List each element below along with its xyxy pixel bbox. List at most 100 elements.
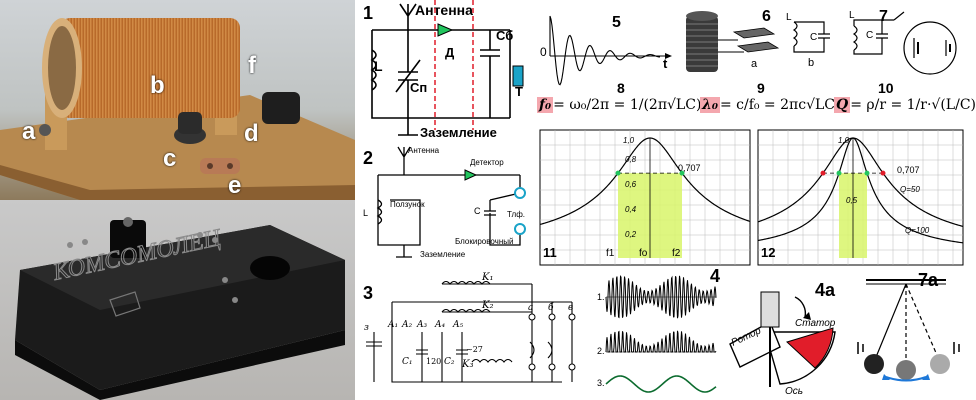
- formula-row-3: Q= ρ/r = 1/r·√(L/C): [834, 97, 976, 113]
- fig11-point-left: [615, 170, 621, 176]
- radio-case-top: [20, 225, 345, 310]
- komsomolets-radio-photo: КОМСОМОЛЕЦ: [0, 200, 355, 400]
- fig11-f1-label: f1: [606, 248, 615, 259]
- fig4a-capacitor: Ротор Статор Ось: [729, 291, 836, 397]
- fig2-ground-label: Заземление: [420, 250, 466, 259]
- terminal-a: [39, 124, 51, 136]
- fig5-t: t: [663, 56, 668, 71]
- fig1-number: 1: [363, 3, 374, 23]
- fig2-slider-label: Ползунок: [390, 200, 425, 209]
- fig12-point-2: [836, 170, 842, 176]
- fig11-curve: [539, 137, 751, 226]
- fig12-ytick-1: 1,0: [838, 136, 850, 145]
- fig7b-L: L: [786, 12, 792, 23]
- fig7b-C: C: [810, 32, 817, 43]
- fig3-number: 3: [363, 283, 374, 303]
- fig6-drawing: [686, 11, 780, 72]
- formula9-number: 9: [757, 80, 765, 96]
- fig1-ground-label: Заземление: [420, 125, 497, 140]
- fig4a-stator: Статор: [795, 318, 836, 329]
- fig3-27: ~27: [466, 345, 483, 354]
- fig5-number: 5: [612, 14, 621, 31]
- fig7-L: L: [849, 10, 855, 21]
- label-c: c: [163, 145, 177, 172]
- fig12-q100-label: Q=100: [905, 226, 930, 235]
- komsomolets-drawing: КОМСОМОЛЕЦ: [15, 217, 345, 400]
- fig7b-b: b: [808, 57, 814, 69]
- tuning-knob: [250, 256, 290, 280]
- fig12-point-4: [880, 170, 886, 176]
- formula8-number: 8: [617, 80, 625, 96]
- wood-base-edge: [0, 165, 355, 200]
- fig1-T-label: Т: [515, 84, 523, 99]
- fig3-K1: K₁: [481, 272, 493, 283]
- fig2-antenna-label: Антенна: [408, 146, 440, 155]
- fig2-detector-label: Детектор: [470, 158, 504, 167]
- fig4a-number: 4а: [815, 280, 836, 300]
- fig1-Cp-label: Сп: [410, 80, 428, 95]
- fig3-v: в: [568, 303, 573, 313]
- fig2-phones-label: Тлф.: [507, 210, 525, 219]
- fig3-z: з: [364, 323, 369, 333]
- fig11-ytick-4: 0,4: [625, 205, 637, 214]
- fig5-zero: 0: [540, 45, 547, 59]
- fig7-C: C: [866, 30, 873, 41]
- label-d: d: [244, 120, 259, 147]
- fig11-ytick-3: 0,6: [625, 180, 637, 189]
- fig7-number: 7: [879, 8, 888, 25]
- fig12-level-label: 0,707: [897, 165, 920, 175]
- crystal-radio-photo: a b c d e f: [0, 0, 355, 200]
- formula-Q-expr: = ρ/r = 1/r·√(L/C): [850, 97, 976, 113]
- fig6-number: 6: [762, 8, 771, 25]
- crystal-radio-drawing: [0, 18, 355, 200]
- fig3-C2: C₂: [444, 357, 455, 367]
- fig4-audio-wave: [605, 375, 717, 393]
- label-f: f: [248, 52, 256, 79]
- fig3-C1: C₁: [402, 357, 413, 367]
- knob-c-top: [178, 112, 202, 134]
- fig11-f2-label: f2: [672, 248, 681, 259]
- fig11-number: 11: [543, 245, 557, 260]
- fig11-ytick-1: 1,0: [623, 136, 635, 145]
- fig11-chart: [539, 129, 751, 266]
- fig4-row2: 2.: [597, 346, 605, 356]
- formula-Q: Q: [834, 97, 851, 113]
- fig12-chart: [757, 129, 964, 266]
- fig12-curve-q50: [757, 137, 964, 228]
- fig7b-lc: L C b: [786, 12, 830, 69]
- fig4a-axis: Ось: [785, 386, 803, 397]
- fig4-modulated-wave: [605, 274, 717, 319]
- fig6-a: а: [751, 58, 758, 70]
- formula-row-2: λ₀= c/f₀ = 2πc√LC: [700, 97, 835, 113]
- fig11-level-label: 0,707: [678, 163, 701, 173]
- fig1-schematic: [370, 0, 524, 136]
- fig4-row3: 3.: [597, 378, 605, 388]
- formula-f0-expr: = ω₀/2π = 1/(2π√LC): [553, 97, 702, 113]
- fig5-graph: [549, 15, 672, 86]
- formula-lambda: λ₀: [700, 97, 720, 113]
- label-e: e: [228, 172, 242, 199]
- fig5-damped-wave: [549, 15, 661, 86]
- fig12-curve-q100: [757, 137, 964, 244]
- label-b: b: [150, 72, 165, 99]
- fig4-rectified-wave: [605, 330, 717, 353]
- fig1-Cb-label: Сб: [496, 28, 514, 43]
- formula-f0: f₀: [537, 97, 554, 113]
- fig1-antenna-label: Антенна: [415, 2, 473, 18]
- detector-d: [262, 92, 300, 124]
- fig3-A4: A₄: [434, 320, 445, 330]
- fig3-a: а: [528, 303, 533, 313]
- fig2-schematic: [376, 146, 526, 258]
- formula-row: f₀= ω₀/2π = 1/(2π√LC): [537, 97, 701, 113]
- label-a: a: [22, 118, 36, 145]
- fig4-waveforms: [605, 274, 717, 393]
- fig11-f0-label: fo: [639, 248, 648, 259]
- formula-lambda-expr: = c/f₀ = 2πc√LC: [719, 97, 835, 113]
- formula10-number: 10: [878, 80, 894, 96]
- fig7a-pendulum: [857, 279, 960, 382]
- fig1-L-label: L: [374, 58, 383, 74]
- fig4-row1: 1.: [597, 292, 605, 302]
- fig3-b: б: [548, 302, 554, 313]
- fig12-q50-label: Q=50: [900, 185, 920, 194]
- emblem: [109, 291, 141, 317]
